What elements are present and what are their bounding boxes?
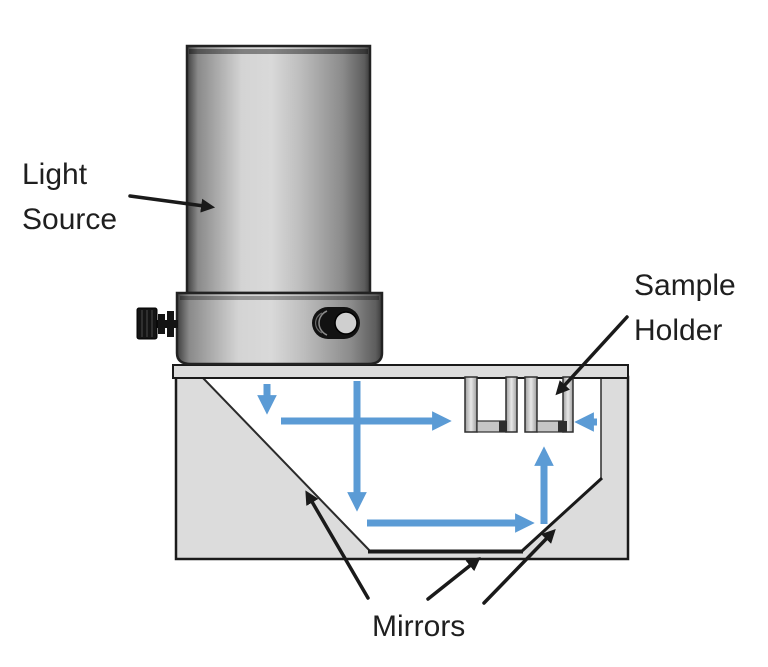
cylinder-top-rim [189,49,368,54]
light-source-label-line2: Source [22,203,118,236]
sample-slot2-bottom-shadow [558,421,567,432]
mirrors-label-text: Mirrors [372,610,466,643]
sample-slot1-bottom-shadow [499,421,507,432]
light-source-pointer [128,194,216,213]
mirrors-label: Mirrors [372,604,465,649]
sample-slot2-left-leg [524,376,538,433]
adjustment-thumbscrew [136,307,178,340]
sample-slot2-right-leg [562,376,574,433]
annotation-pointers [128,194,629,605]
base-top-plate [172,364,629,379]
side-port-ridge-outer [318,310,328,336]
mirrors-pointer-right [482,528,556,605]
thumbscrew-collar-outer [167,311,174,337]
right-mirror-surface [520,476,604,553]
side-port [312,307,360,339]
sample-holder-label-line1: Sample [634,269,736,302]
mirrors-pointer-left [305,490,370,600]
light-source-cylinder [185,44,372,295]
side-port-ridge-inner [314,312,323,334]
light-source-label-line1: Light [22,158,88,191]
beam-path [257,381,597,533]
sample-holder-label-line2: Holder [634,314,723,347]
sample-holder-label: Sample Holder [634,263,736,353]
light-source-label: Light Source [22,152,117,242]
light-source [175,44,384,366]
mount-top-rim [180,296,379,300]
side-port-face [334,311,358,335]
sample-holder [464,376,574,433]
sample-slot1-right-leg [505,376,518,433]
base-assembly [172,364,630,561]
sample-holder-pointer [555,315,629,396]
thumbscrew-collar-inner [158,314,165,334]
sample-slot1-left-leg [464,376,478,433]
mirrors-pointer-bottom [426,557,481,601]
left-mirror-surface [202,377,372,553]
